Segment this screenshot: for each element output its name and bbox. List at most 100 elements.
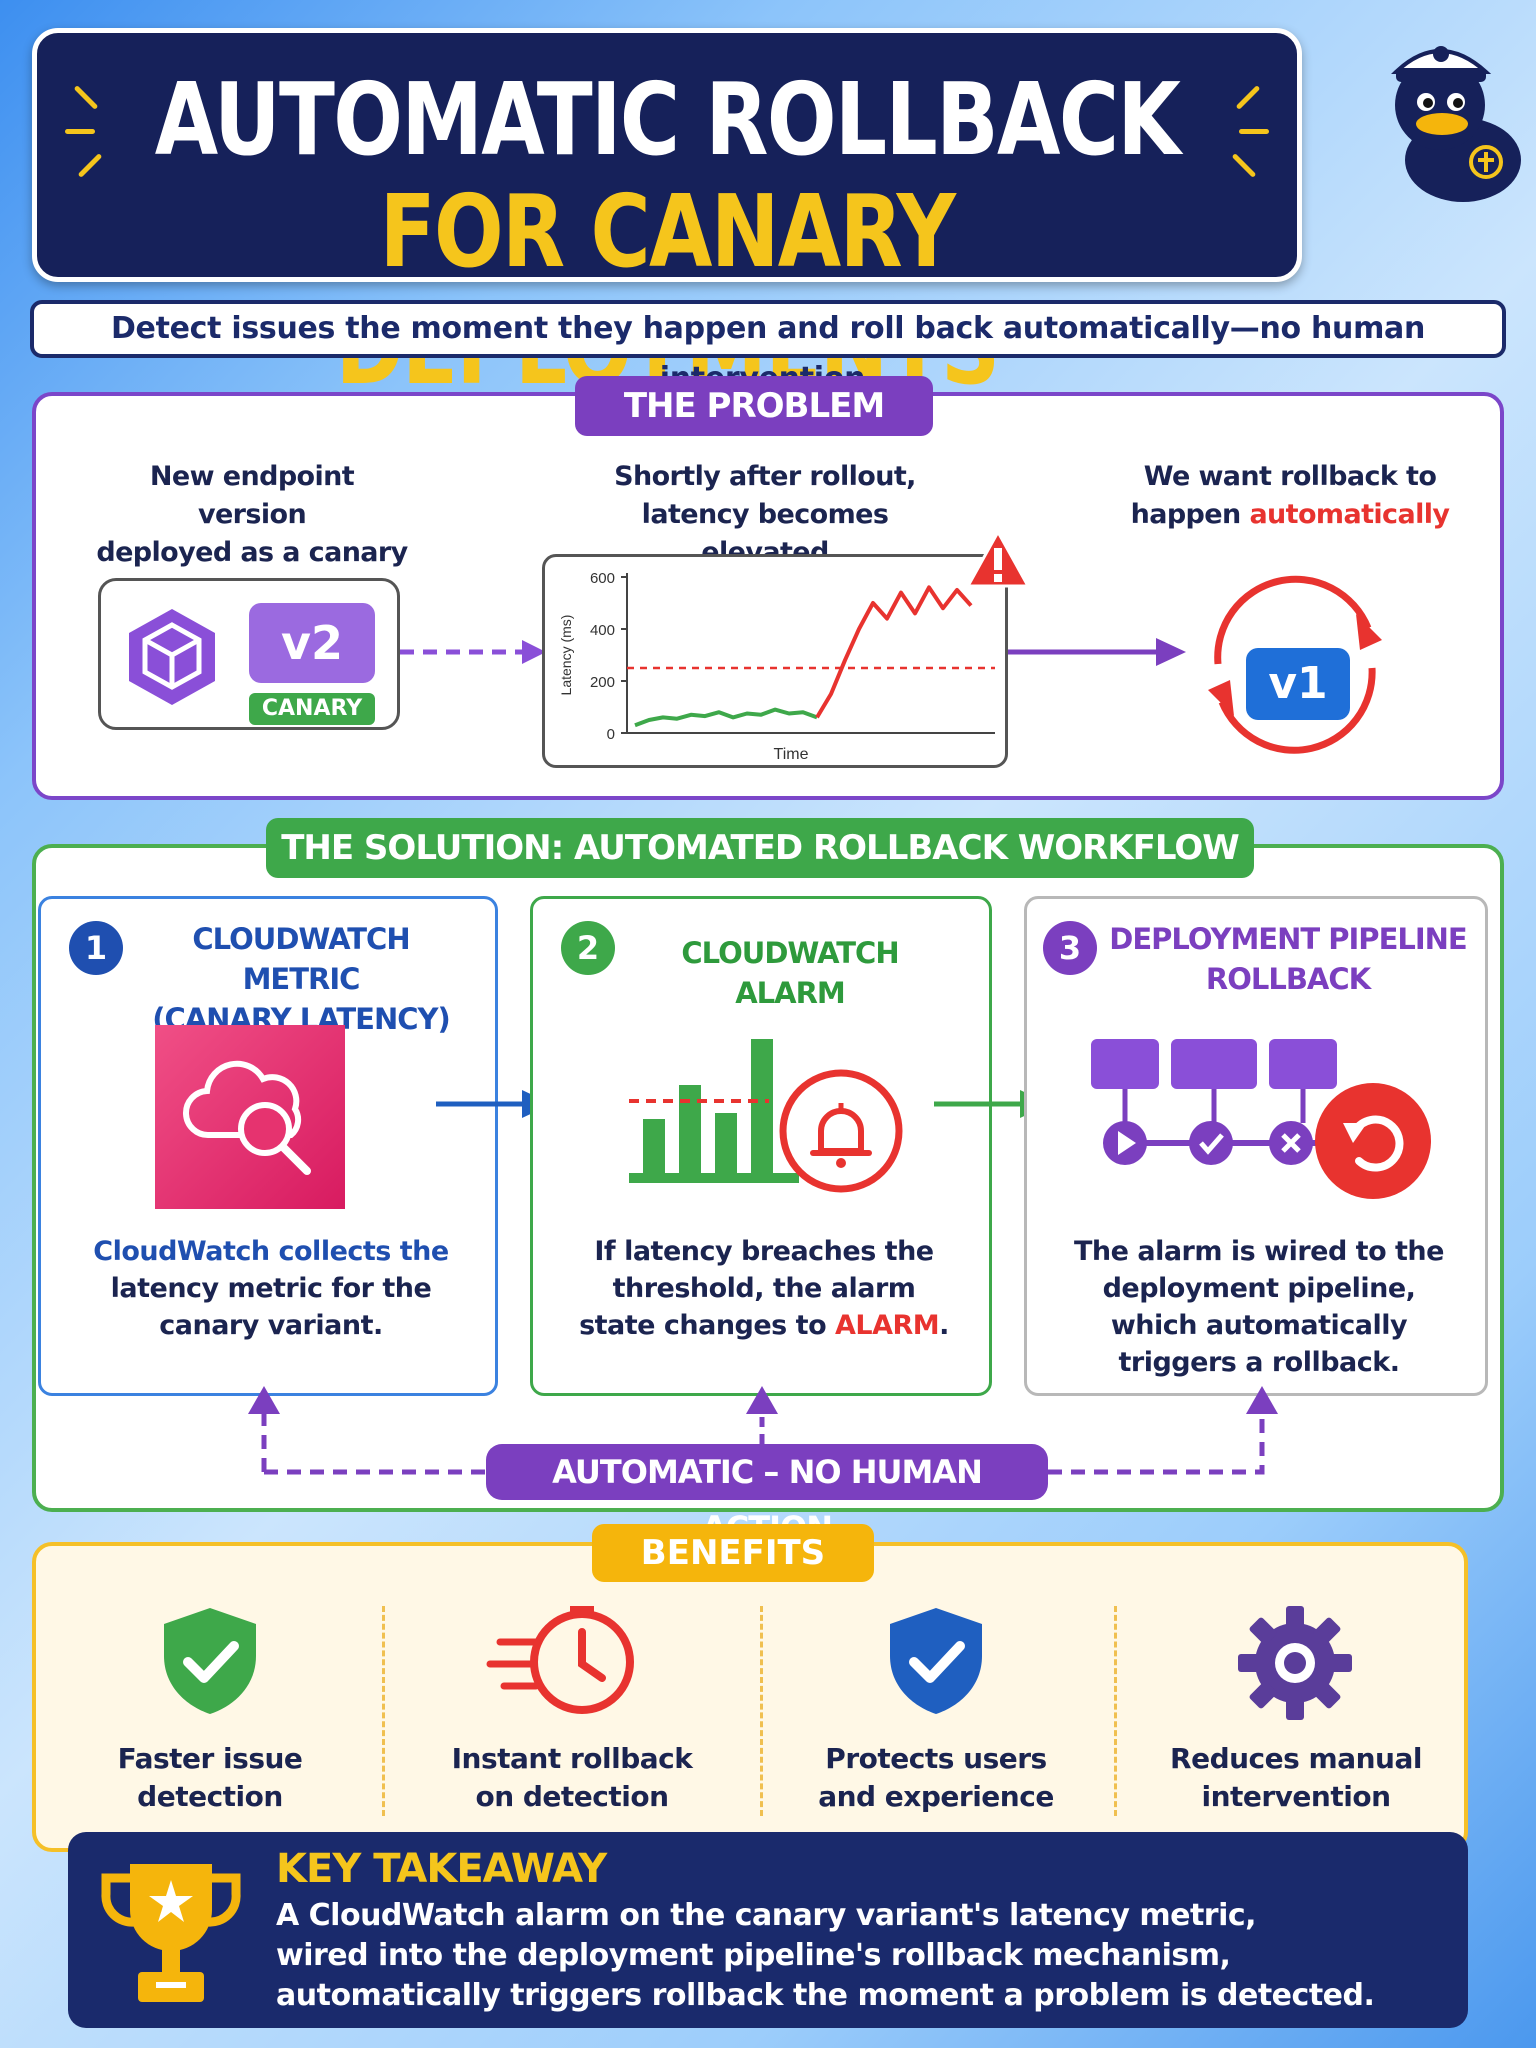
y-tick-label: 600 <box>590 570 615 587</box>
benefit-label: Instant rollback on detection <box>422 1740 722 1816</box>
latency-chart-plot: 600 400 200 0 Latency (ms) Time <box>558 570 995 763</box>
step-2-text-line: state changes to ALARM. <box>553 1307 975 1344</box>
step-1-number: 1 <box>69 921 123 975</box>
step-1-text-line: CloudWatch collects the <box>61 1233 481 1270</box>
step-1-text-line: latency metric for the <box>110 1273 432 1304</box>
takeaway-line: wired into the deployment pipeline's rol… <box>276 1938 1231 1973</box>
step-1-title: CLOUDWATCH METRIC (CANARY LATENCY) <box>131 919 471 1039</box>
step-3-text-line: triggers a rollback. <box>1118 1347 1401 1378</box>
step-1-card: 1 CLOUDWATCH METRIC (CANARY LATENCY) Clo… <box>38 896 498 1396</box>
benefits-panel <box>32 1542 1468 1852</box>
step-3-text-line: which automatically <box>1110 1310 1408 1341</box>
alarm-highlight: ALARM <box>835 1310 940 1341</box>
y-tick-label: 200 <box>590 674 615 691</box>
blue-shield-check-icon <box>890 1608 982 1714</box>
duck-captain-mascot-icon <box>1391 46 1521 202</box>
pipeline-rollback-icon <box>1091 1039 1431 1199</box>
step-3-text-line: The alarm is wired to the <box>1074 1236 1444 1267</box>
problem-col1-line: deployed as a canary <box>96 537 408 568</box>
trophy-icon <box>101 1864 241 2002</box>
step-3-text: The alarm is wired to the deployment pip… <box>1047 1233 1471 1381</box>
automatic-no-human-action-pill: AUTOMATIC – NO HUMAN ACTION <box>486 1444 1048 1547</box>
y-tick-label: 400 <box>590 622 615 639</box>
step-3-title-line: ROLLBACK <box>1205 962 1371 996</box>
subtitle-banner: Detect issues the moment they happen and… <box>30 300 1506 396</box>
divider <box>382 1606 385 1816</box>
sparkle-icon <box>65 129 95 134</box>
benefit-label-line: Reduces manual <box>1170 1742 1422 1775</box>
divider <box>1114 1606 1117 1816</box>
fast-clock-icon <box>486 1606 634 1714</box>
warning-icon <box>966 530 1030 588</box>
step-2-text-prefix: state changes to <box>579 1310 836 1341</box>
benefit-label-line: Instant rollback <box>451 1742 693 1775</box>
green-shield-check-icon <box>164 1608 256 1714</box>
step-1-text: CloudWatch collects the latency metric f… <box>61 1233 481 1344</box>
key-takeaway-box: KEY TAKEAWAY A CloudWatch alarm on the c… <box>68 1832 1468 2028</box>
problem-col3-line: happen automatically <box>1120 496 1460 534</box>
solid-arrow-right <box>1008 638 1186 666</box>
cloudwatch-search-icon <box>183 1060 311 1175</box>
benefit-label-line: Faster issue <box>117 1742 303 1775</box>
canary-version-box: v2 CANARY <box>98 578 400 730</box>
sparkle-icon <box>77 153 103 178</box>
sparkle-icon <box>1231 153 1257 178</box>
sparkle-icon <box>1239 129 1269 134</box>
benefit-label: Protects users and experience <box>786 1740 1086 1816</box>
automatically-highlight: automatically <box>1249 499 1450 530</box>
v1-badge: v1 <box>1246 648 1350 720</box>
problem-col3-line: We want rollback to <box>1143 461 1437 492</box>
problem-col3-prefix: happen <box>1130 499 1250 530</box>
sparkle-icon <box>1235 85 1261 110</box>
step-3-title-line: DEPLOYMENT PIPELINE <box>1109 922 1467 956</box>
step-3-number: 3 <box>1043 921 1097 975</box>
step-2-text-line: If latency breaches the <box>594 1236 934 1267</box>
benefit-label: Faster issue detection <box>60 1740 360 1816</box>
step-1-text-line: CloudWatch collects the <box>93 1236 449 1267</box>
gear-icon <box>1238 1606 1352 1720</box>
benefit-label-line: and experience <box>818 1780 1054 1813</box>
step-3-card: 3 DEPLOYMENT PIPELINE ROLLBACK The alarm… <box>1024 896 1488 1396</box>
x-axis-label: Time <box>774 746 809 763</box>
sparkle-icon <box>73 85 99 110</box>
takeaway-line: automatically triggers rollback the mome… <box>276 1978 1375 2013</box>
benefit-label: Reduces manual intervention <box>1146 1740 1446 1816</box>
benefit-label-line: on detection <box>475 1780 669 1813</box>
automatic-dashed-connector <box>248 1386 1278 1475</box>
canary-badge: CANARY <box>249 693 375 725</box>
elevated-latency-series-line <box>815 585 973 719</box>
step-3-title: DEPLOYMENT PIPELINE ROLLBACK <box>1103 919 1473 999</box>
y-tick-label: 0 <box>607 726 615 743</box>
title-line-1: AUTOMATIC ROLLBACK <box>154 61 1181 178</box>
problem-col3-text: We want rollback to happen automatically <box>1120 458 1460 534</box>
dashed-arrow-right <box>400 640 546 664</box>
normal-latency-series-line <box>634 707 818 728</box>
step-2-card: 2 CLOUDWATCH ALARM If latency breaches t… <box>530 896 992 1396</box>
alarm-bars-icon <box>629 1039 903 1193</box>
problem-col2-line: Shortly after rollout, <box>614 461 916 492</box>
step-1-title-line: CLOUDWATCH METRIC <box>192 922 410 996</box>
y-axis-label: Latency (ms) <box>558 615 574 696</box>
latency-chart: 600 400 200 0 Latency (ms) Time <box>542 554 1008 768</box>
step-2-title: CLOUDWATCH ALARM <box>681 936 899 1010</box>
divider <box>760 1606 763 1816</box>
step-2-text-suffix: . <box>939 1310 949 1341</box>
step-1-text-line: canary variant. <box>159 1310 383 1341</box>
step-3-text-line: deployment pipeline, <box>1102 1273 1416 1304</box>
benefits-pill: BENEFITS <box>592 1524 874 1582</box>
solution-pill: THE SOLUTION: AUTOMATED ROLLBACK WORKFLO… <box>266 818 1254 878</box>
takeaway-title: KEY TAKEAWAY <box>276 1846 607 1892</box>
rollback-cycle-icon <box>1208 575 1382 754</box>
takeaway-line: A CloudWatch alarm on the canary variant… <box>276 1898 1257 1933</box>
benefit-label-line: detection <box>137 1780 283 1813</box>
step-2-text: If latency breaches the threshold, the a… <box>553 1233 975 1344</box>
benefit-label-line: Protects users <box>825 1742 1047 1775</box>
v2-badge: v2 <box>249 603 375 683</box>
benefit-label-line: intervention <box>1201 1780 1391 1813</box>
cloudwatch-tile <box>155 1025 345 1209</box>
step-2-text-line: threshold, the alarm <box>612 1273 916 1304</box>
title-banner: AUTOMATIC ROLLBACK FOR CANARY DEPLOYMENT… <box>32 28 1302 407</box>
problem-pill: THE PROBLEM <box>575 376 933 436</box>
problem-col1-line: New endpoint version <box>149 461 355 530</box>
step-2-number: 2 <box>561 921 615 975</box>
